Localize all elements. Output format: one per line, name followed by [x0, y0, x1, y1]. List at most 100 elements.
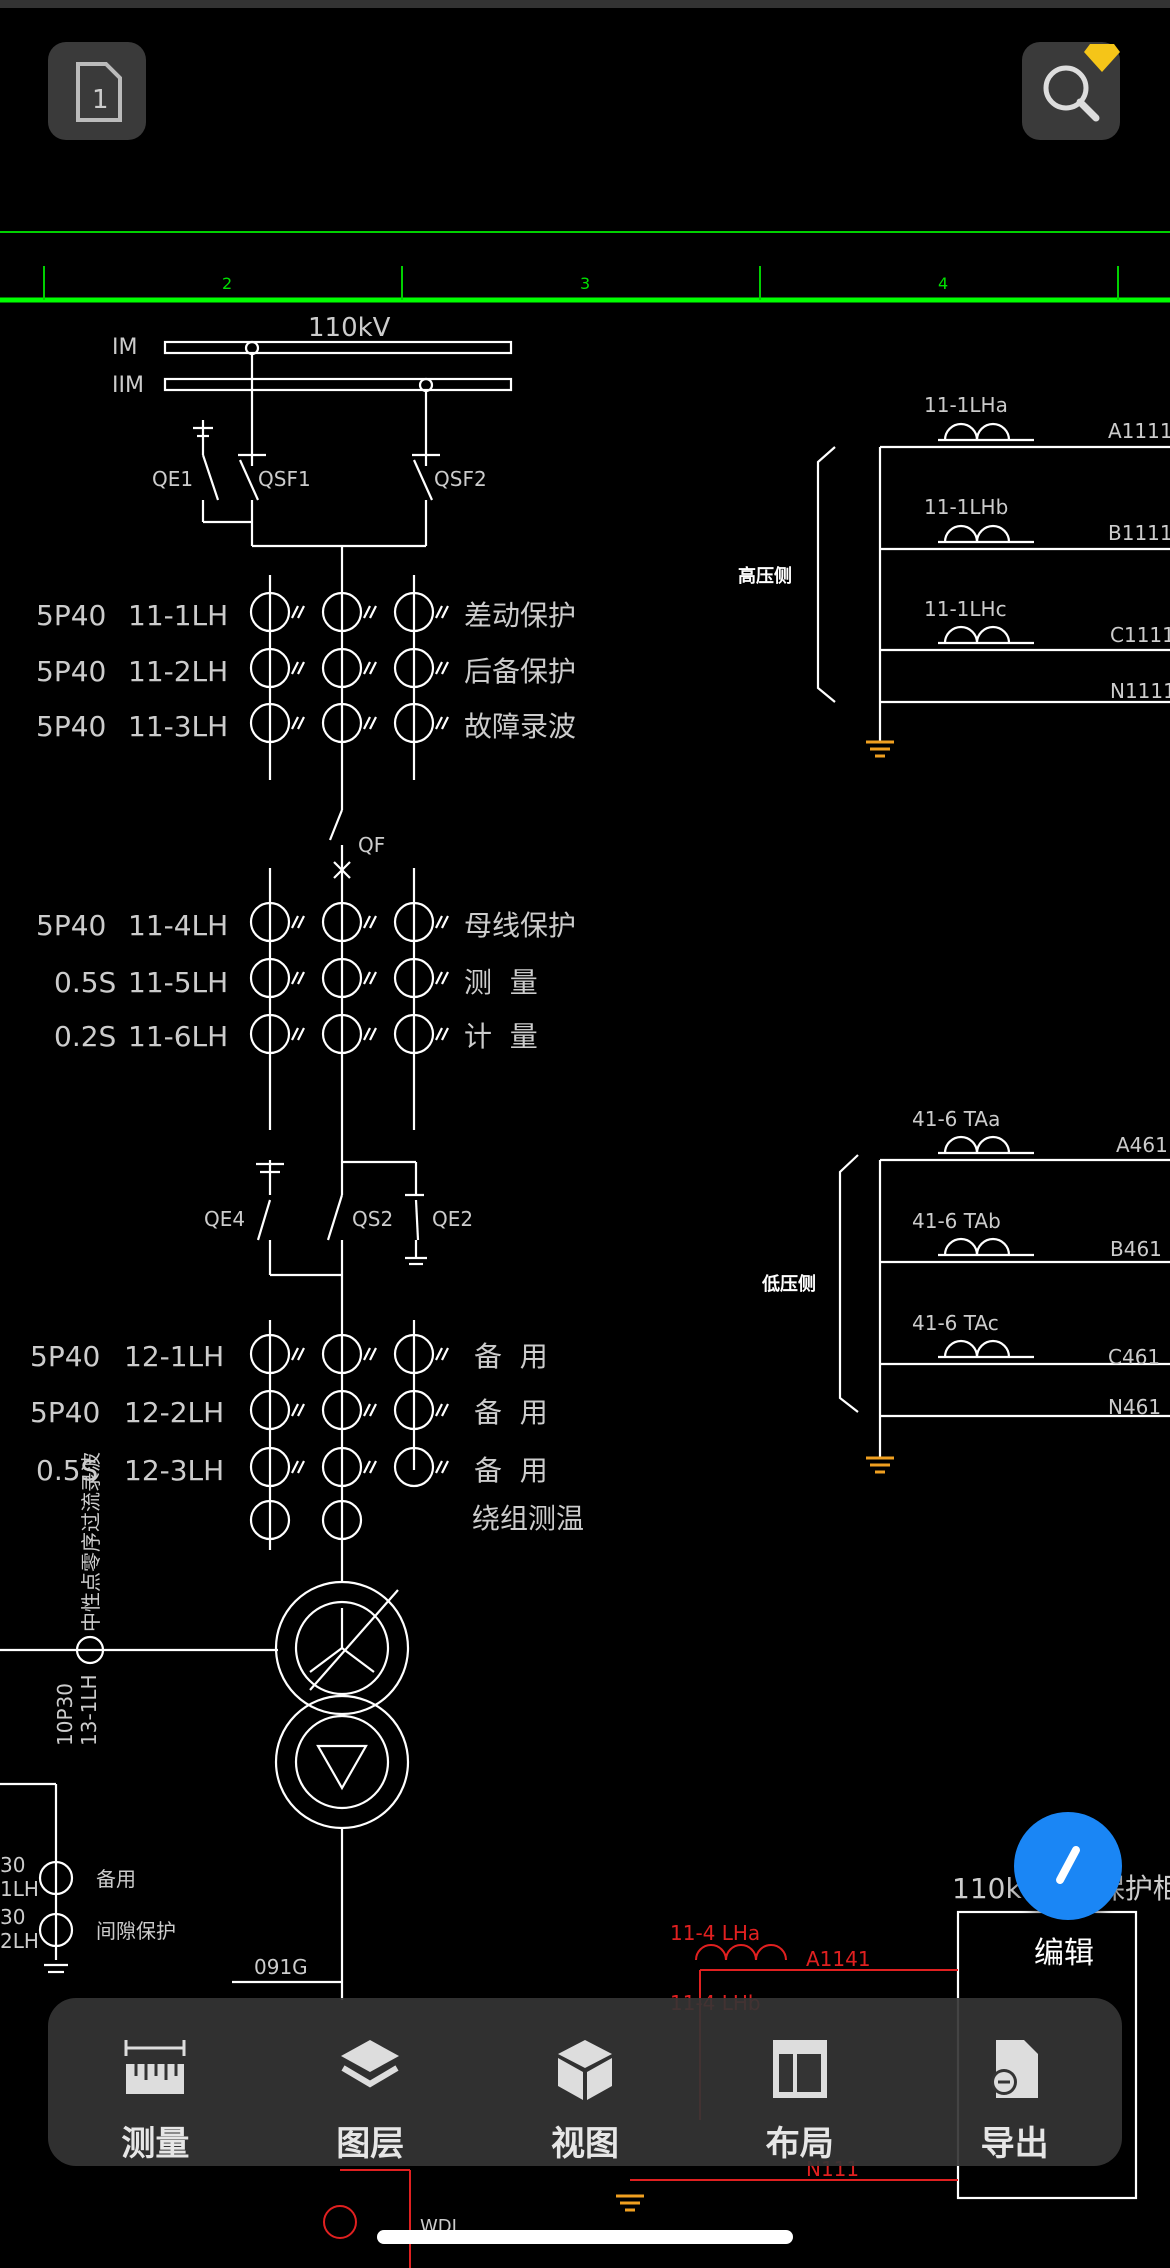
toolbar-layout-button[interactable]: 布局: [692, 1998, 907, 2166]
ct-class: 0.2S: [54, 1020, 116, 1053]
ct-circle: [249, 901, 291, 943]
ct-circle: [249, 1499, 291, 1541]
ct-circle: [393, 647, 435, 689]
gap-item: 备用: [96, 1867, 136, 1891]
ct-circle: [249, 702, 291, 744]
toolbar-export-label: 导出: [980, 2124, 1049, 2164]
toolbar-view-label: 视图: [550, 2124, 619, 2164]
home-indicator[interactable]: [377, 2230, 793, 2244]
ct-use: 差动保护: [464, 599, 576, 632]
ct-tick: [291, 1347, 305, 1361]
ct-use: 后备保护: [464, 655, 576, 688]
hv-ct-label: 11-1LHa: [924, 393, 1008, 417]
ct-use: 测 量: [464, 966, 538, 999]
ct-circle: [321, 702, 363, 744]
switch-label: 091G: [254, 1955, 308, 1979]
lv-ct-label: 41-6 TAb: [912, 1209, 1001, 1233]
ct-tick: [435, 1027, 449, 1041]
page-selector-button[interactable]: 1: [48, 42, 146, 140]
ct-use: 备 用: [474, 1454, 548, 1487]
toolbar-measure-button[interactable]: 测量: [48, 1998, 263, 2166]
hv-terminal: B1111: [1108, 521, 1170, 545]
edit-fab-label: 编辑: [1034, 1936, 1094, 1971]
layout-icon: [772, 2040, 827, 2098]
toolbar-layers-label: 图层: [336, 2124, 405, 2164]
bus-label: IM: [112, 335, 137, 360]
ct-circle: [393, 1389, 435, 1431]
export-icon: [990, 2040, 1038, 2098]
hv-terminal: N1111: [1110, 679, 1170, 703]
ct-tick: [291, 971, 305, 985]
hv-terminal: A1111: [1108, 419, 1170, 443]
ct-class: 5P40: [36, 909, 106, 942]
ct-tick: [435, 971, 449, 985]
cube-icon: [557, 2040, 612, 2100]
ct-circle: [321, 1333, 363, 1375]
ruler-number: 4: [938, 274, 948, 293]
hv-side-label: 高压侧: [738, 565, 792, 587]
ruler-number: 3: [580, 274, 590, 293]
ct-use: 计 量: [464, 1020, 538, 1053]
neutral-ct-use: 中性点零序过流录波: [79, 1452, 103, 1632]
ct-tick: [435, 716, 449, 730]
lv-terminal: C461: [1108, 1345, 1160, 1369]
ruler-number: 2: [222, 274, 232, 293]
ct-id: 12-3LH: [124, 1454, 224, 1487]
lv-side-label: 低压侧: [761, 1273, 816, 1295]
ct-circle-group: [249, 591, 449, 1541]
switch-label: QE1: [152, 467, 193, 491]
ct-tick: [435, 605, 449, 619]
red-terminal: A1141: [806, 1947, 871, 1971]
ct-circle: [393, 901, 435, 943]
gap-left-label: 1LH: [0, 1877, 39, 1901]
switch-label: QS2: [352, 1207, 393, 1231]
toolbar-view-button[interactable]: 视图: [478, 1998, 693, 2166]
ct-circle: [249, 1389, 291, 1431]
ct-circle: [321, 1446, 363, 1488]
ct-tick: [291, 716, 305, 730]
ct-tick: [363, 605, 377, 619]
lv-terminal: B461: [1110, 1237, 1162, 1261]
search-button[interactable]: [1022, 42, 1120, 140]
ct-circle: [393, 957, 435, 999]
edit-fab-button[interactable]: [1014, 1812, 1122, 1920]
hv-ct-label: 11-1LHc: [924, 597, 1007, 621]
lv-ct-label: 41-6 TAa: [912, 1107, 1000, 1131]
ct-circle: [249, 957, 291, 999]
lv-terminal: N461: [1108, 1395, 1161, 1419]
ct-tick: [291, 915, 305, 929]
switch-label: QE4: [204, 1207, 245, 1231]
switch-label: QSF2: [434, 467, 487, 491]
ct-id: 11-2LH: [128, 655, 228, 688]
ct-circle: [321, 957, 363, 999]
red-ct-label: 11-4 LHa: [670, 1921, 760, 1945]
ct-class: 5P40: [36, 599, 106, 632]
neutral-ct-id: 13-1LH: [77, 1674, 101, 1746]
gap-left-label: 30: [0, 1905, 25, 1929]
ct-tick: [363, 1027, 377, 1041]
page-number: 1: [92, 85, 109, 115]
ct-tick: [363, 971, 377, 985]
ct-circle: [249, 591, 291, 633]
toolbar-export-button[interactable]: 导出: [907, 1998, 1122, 2166]
ct-tick: [363, 661, 377, 675]
ct-tick: [363, 915, 377, 929]
switch-label: QSF1: [258, 467, 311, 491]
ct-tick: [435, 661, 449, 675]
ct-id: 11-5LH: [128, 966, 228, 999]
ct-circle: [393, 702, 435, 744]
ct-tick: [291, 661, 305, 675]
ct-tick: [291, 1027, 305, 1041]
ct-id: 12-1LH: [124, 1340, 224, 1373]
ct-class: 5P40: [30, 1396, 100, 1429]
ruler-icon: [124, 2040, 186, 2094]
ct-id: 11-4LH: [128, 909, 228, 942]
gap-left-label: 30: [0, 1853, 25, 1877]
bottom-toolbar: 测量 图层 视图 布局 导出: [48, 1998, 1122, 2166]
ct-class: 5P40: [36, 655, 106, 688]
toolbar-layers-button[interactable]: 图层: [263, 1998, 478, 2166]
neutral-ct-class: 10P30: [53, 1683, 77, 1746]
ct-tick: [291, 1403, 305, 1417]
ct-class: 5P40: [30, 1340, 100, 1373]
